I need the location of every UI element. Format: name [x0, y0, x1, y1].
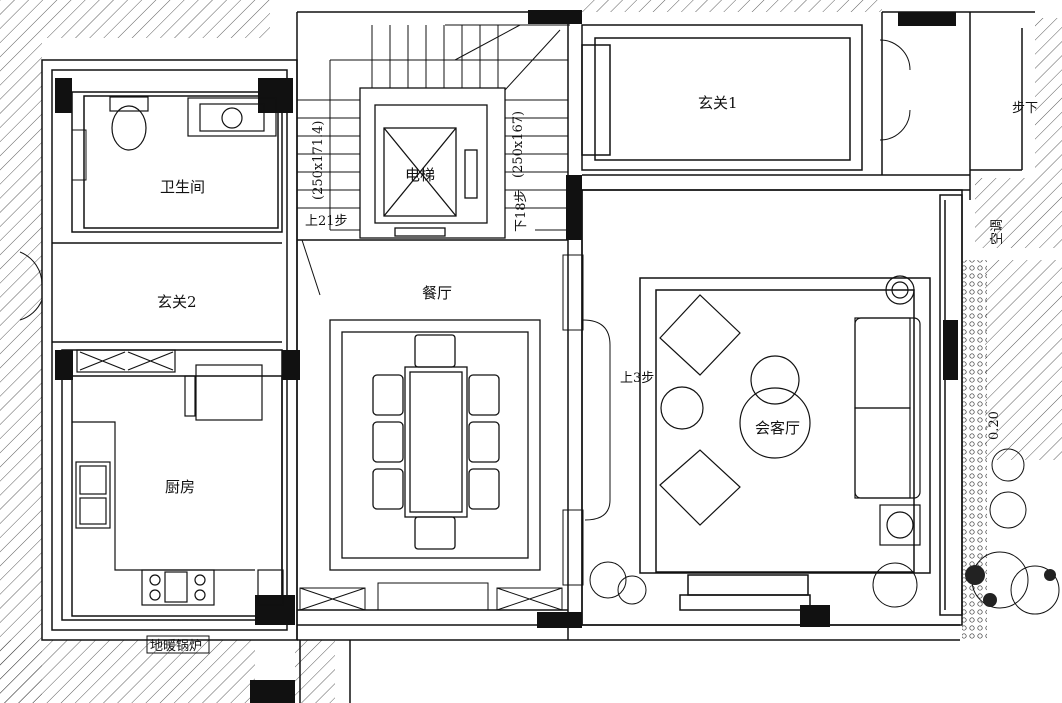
kitchen-counter [72, 349, 284, 606]
stair-dim2-label: (250x167) [511, 111, 526, 178]
plants [589, 448, 1060, 615]
doors [19, 39, 911, 586]
wall-posts [55, 10, 958, 703]
ac-label: 空调 [990, 219, 1005, 245]
bathroom-label: 卫生间 [160, 178, 205, 196]
tree-dark [965, 565, 1056, 607]
boiler-box [146, 635, 210, 654]
foyer1-label: 玄关1 [698, 94, 738, 112]
boiler-label: 地暖锅炉 [150, 638, 202, 654]
elevator-label: 电梯 [405, 166, 435, 184]
elevator [359, 87, 506, 239]
garden-number-label: 0.20 [987, 411, 1002, 440]
staircase [297, 24, 570, 296]
living-label: 会客厅 [755, 419, 800, 437]
sideboards [299, 582, 563, 611]
steps-up3-label: 上3步 [620, 371, 654, 386]
washbasin [187, 97, 277, 137]
dining-table [329, 319, 541, 571]
kitchen-label: 厨房 [165, 478, 195, 496]
stair-up-label: 上21步 [305, 214, 348, 229]
toilet [109, 96, 149, 151]
steps-down-label: 步下 [1012, 101, 1038, 116]
stair-down-label: 下18步 [514, 189, 529, 232]
walls [41, 11, 1035, 703]
living-furniture [659, 275, 921, 546]
foyer2-label: 玄关2 [157, 293, 197, 311]
bath-cabinet [71, 129, 87, 181]
dining-label: 餐厅 [422, 284, 452, 302]
stair-dim1-label: (250x171.4) [311, 120, 326, 200]
